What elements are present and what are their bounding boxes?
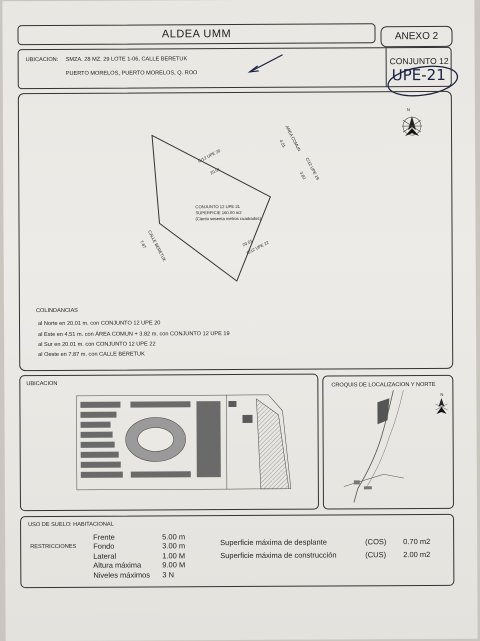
- location-divider: [385, 48, 387, 87]
- annex-box: ANEXO 2: [380, 25, 453, 48]
- lot-area-words: (Ciento sesenta metros cuadrados): [195, 215, 261, 222]
- annex-label: ANEXO 2: [394, 30, 439, 43]
- location-line-1: SMZA. 28 MZ. 29 LOTE 1-06, CALLE BERETUK: [65, 56, 188, 63]
- cos-value: 0.70 m2: [403, 537, 431, 547]
- boundary-west: al Oeste en 7.87 m. con CALLE BERETUK: [38, 351, 145, 359]
- site-map-box: UBICACION: [19, 373, 319, 512]
- north-letter: N: [406, 107, 410, 113]
- cus-code: (CUS): [365, 550, 387, 560]
- set-label: CONJUNTO 12: [389, 55, 449, 67]
- lot-area: SUPERFICIE 160.00 m2: [195, 209, 242, 216]
- lot-polygon: [151, 134, 271, 282]
- location-box: UBICACION: SMZA. 28 MZ. 29 LOTE 1-06, CA…: [17, 46, 452, 90]
- location-label: UBICACION:: [25, 56, 59, 64]
- land-use-label: USO DE SUELO: HABITACIONAL: [28, 521, 114, 529]
- boundary-east: al Este en 4.51 m. con ÁREA COMUN + 3.82…: [38, 331, 230, 339]
- restriction-name-0: Frente: [93, 532, 115, 542]
- restriction-name-4: Niveles máximos: [93, 570, 151, 580]
- restriction-name-3: Altura máxima: [93, 560, 142, 570]
- lot-plan: [151, 134, 271, 282]
- restriction-value-4: 3 N: [162, 570, 175, 580]
- restriction-value-0: 5.00 m: [162, 532, 186, 542]
- restriction-value-2: 1.00 M: [162, 551, 186, 561]
- lot-name: CONJUNTO 12 UPE 21: [195, 203, 241, 210]
- site-map-drawing: [76, 394, 292, 491]
- location-line-2: PUERTO MORELOS, PUERTO MORELOS, Q. ROO: [65, 70, 198, 77]
- cos-label: Superficie máxima de desplante: [220, 537, 327, 548]
- boundary-south: al Sur en 20.01 m. con CONJUNTO 12 UPE 2…: [38, 341, 156, 349]
- cus-label: Superficie máxima de construcción: [220, 550, 337, 561]
- north-arrow-icon: [401, 116, 422, 137]
- locator-box: CROQUIS DE LOCALIZACION Y NORTE N: [322, 374, 454, 510]
- title-box: ALDEA UMM: [17, 23, 376, 46]
- restriction-value-3: 9.00 M: [162, 560, 186, 570]
- locator-north-letter: N: [440, 391, 444, 397]
- set-code: UPE-21: [391, 65, 446, 85]
- restrictions-label: RESTRICCIONES: [30, 543, 77, 551]
- restriction-value-1: 3.00 m: [162, 541, 186, 551]
- boundary-north: al Norte en 20.01 m. con CONJUNTO 12 UPE…: [38, 320, 161, 328]
- restriction-name-1: Fondo: [93, 541, 115, 551]
- locator-map: [343, 390, 404, 503]
- cos-code: (COS): [365, 537, 387, 547]
- page-title: ALDEA UMM: [161, 28, 232, 41]
- cus-value: 2.00 m2: [403, 550, 431, 560]
- restriction-name-2: Lateral: [93, 551, 117, 561]
- boundaries-title: COLINDANCIAS: [35, 307, 78, 315]
- plan-box: C/12 UPE 20 20.01 AREA COMUN 4.51 C/12 U…: [17, 90, 454, 372]
- locator-north-icon: [435, 397, 448, 414]
- land-use-box: USO DE SUELO: HABITACIONAL RESTRICCIONES…: [20, 513, 455, 589]
